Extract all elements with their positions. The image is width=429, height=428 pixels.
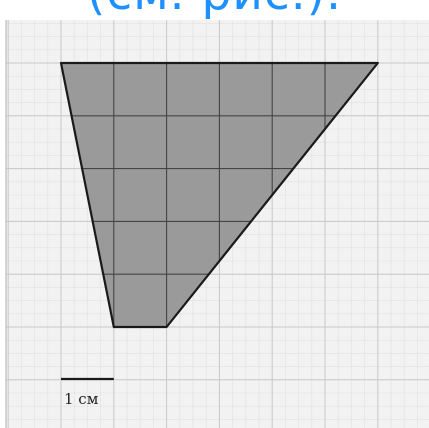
trapezoid-outline: [59, 61, 379, 329]
scale-label: 1 см: [64, 390, 99, 408]
heading-text: (см. рис.).: [0, 0, 429, 18]
